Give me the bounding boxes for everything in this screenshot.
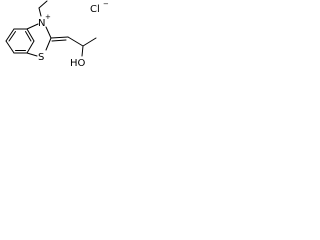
bond-c2-ch-double xyxy=(51,39,67,42)
bond-benzene-inner-2 xyxy=(25,31,32,42)
bond-benzene-4 xyxy=(26,40,35,54)
bond-n-ethyl xyxy=(38,7,42,17)
counter-ion-charge: − xyxy=(103,0,109,8)
bond-benzene-inner-1 xyxy=(8,31,16,42)
bond-c2-s xyxy=(45,37,52,51)
bond-c-n xyxy=(26,23,39,30)
bond-benzene-1 xyxy=(5,28,15,42)
bond-benzene-6 xyxy=(5,40,15,54)
hydroxyl-label: HO xyxy=(70,58,86,69)
bond-benzene-3 xyxy=(26,28,35,42)
counter-ion-label: Cl xyxy=(90,4,100,15)
n-charge-label: + xyxy=(45,13,51,21)
s-atom-label: S xyxy=(38,52,44,63)
thiazole-ring xyxy=(26,23,52,57)
structure-diagram: N + S HO Cl − xyxy=(5,0,109,69)
bond-c2-ch xyxy=(50,36,69,39)
benzene-ring xyxy=(5,28,35,54)
bond-ch-c xyxy=(67,36,84,47)
bond-ethyl-methyl xyxy=(38,0,48,9)
bond-n-c2 xyxy=(45,26,52,39)
bond-s-c xyxy=(26,52,38,57)
bond-c-oh xyxy=(81,45,84,57)
bond-c-methyl xyxy=(82,37,97,47)
n-atom-label: N xyxy=(38,18,45,29)
